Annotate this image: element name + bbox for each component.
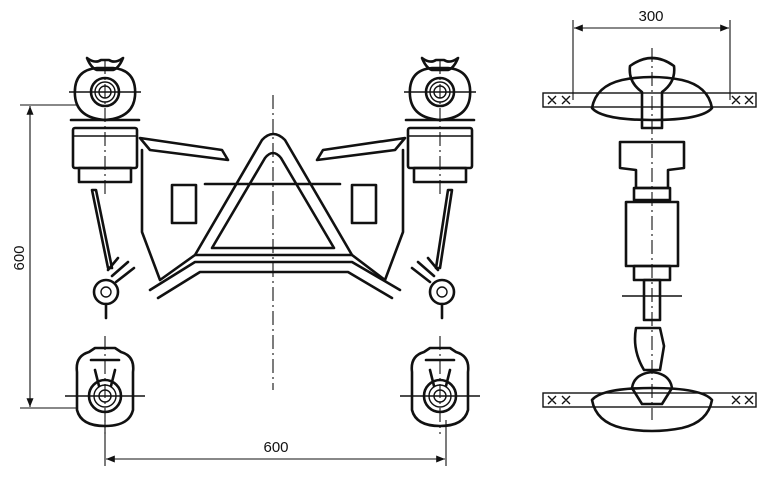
side-view	[542, 48, 757, 433]
dimension-left-height-label: 600	[11, 245, 28, 270]
front-view	[63, 56, 482, 436]
dimension-left-height: 600	[11, 104, 78, 409]
bottom-left-clamp	[63, 334, 147, 436]
dimension-bottom-width: 600	[104, 420, 447, 466]
bottom-right-clamp	[398, 334, 482, 436]
dimension-top-width: 300	[572, 8, 731, 100]
left-arm	[138, 136, 230, 162]
right-arm	[315, 136, 407, 162]
dimension-bottom-width-label: 600	[263, 439, 288, 456]
dimension-top-width-label: 300	[638, 8, 663, 25]
right-window	[350, 183, 378, 225]
center-triangle	[193, 132, 354, 257]
top-conductor	[542, 92, 757, 108]
left-window	[170, 183, 198, 225]
bottom-conductor	[542, 392, 757, 408]
